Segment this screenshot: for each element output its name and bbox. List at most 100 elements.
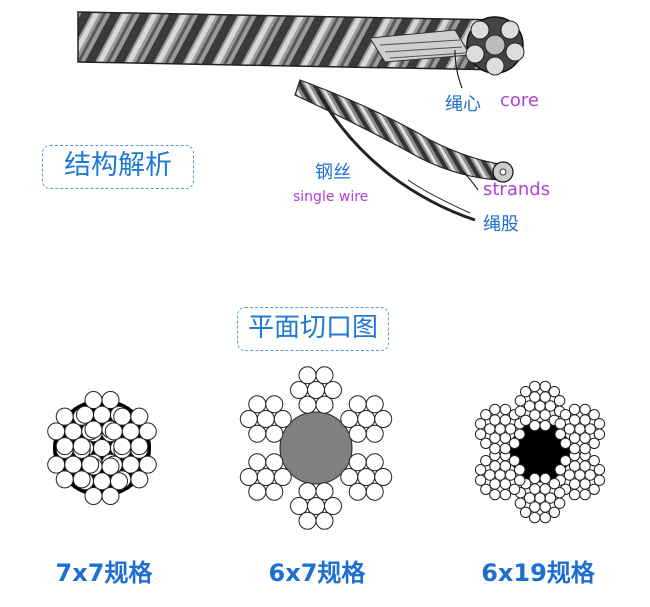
strand-wire [559,437,572,450]
strand-wire [508,454,521,467]
strand-wire [265,482,284,501]
strand-wire [554,428,566,440]
strand-wire [544,400,557,412]
strand-wire [248,395,267,414]
strand-center-wire [256,468,275,486]
strand-wire [474,418,487,430]
strand-wire [489,488,501,501]
strand-wire [348,395,367,414]
strand-wire [523,400,536,412]
strand-wire [72,437,91,456]
strand-wire [539,409,551,421]
strand-wire [315,395,334,414]
strand-wire [113,407,132,426]
strand-wire [348,453,367,472]
cross-section-6x19 [474,380,606,524]
strand-wire [529,391,541,403]
strand-wire [529,380,541,393]
strand-wire [568,442,581,455]
strand-wire [588,408,600,421]
strand-wire [298,511,317,530]
strand-wire [76,405,94,424]
strand-wire [248,453,267,472]
strand-wire [47,455,66,474]
strand-wire [101,486,120,505]
strand-wire [539,483,551,495]
strand-wire [499,432,512,444]
strand-wire [499,403,512,416]
strand-wire [290,381,308,399]
strand-wire [55,437,74,456]
cross-section-7x7 [47,391,157,505]
strand-center-wire [256,410,275,428]
strand-wire [298,482,317,501]
strand-wire [539,391,551,403]
strand-wire [130,470,149,489]
strand-wire [315,482,334,501]
strand-center-wire [64,455,83,474]
strand-wire [480,408,492,421]
strand-wire [593,418,606,430]
strand-wire [539,501,551,513]
strand-wire [239,410,258,428]
strand-wire [588,483,600,496]
strand-wire [72,470,91,489]
strand-wire [365,424,384,443]
wire-rope-illustration [77,11,525,222]
strand-wire [499,478,512,490]
strand-wire [559,408,572,421]
strand-wire [588,454,600,467]
steel-core [509,421,571,483]
strand-wire [101,457,120,476]
strand-wire [514,497,527,509]
strand-wire [588,437,600,450]
strand-center-wire [357,468,376,486]
strand-wire [138,422,157,441]
strand-wire [340,468,359,486]
cross-section-tag: 平面切口图 [237,307,389,351]
strand-center-wire [307,381,325,399]
strand-wire [504,423,517,435]
strand-wire [484,469,496,481]
strand-wire [539,511,551,524]
strand-wire [519,506,532,519]
strand-center-wire [93,472,111,491]
strand-wire [484,423,496,435]
strand-wire [539,472,551,485]
strand-wire [584,469,596,481]
strand-wire [374,468,393,486]
strand-center-wire [93,405,111,424]
structure-analysis-tag: 结构解析 [42,145,194,189]
strand-center-wire [93,439,111,457]
strand-wire [568,488,581,501]
rope-end [465,16,525,76]
fiber-core [279,411,353,485]
strand-wire [539,419,551,432]
strand-wire [248,424,267,443]
strand-wire [348,482,367,501]
strand-center-wire [121,455,140,474]
strand-wire [273,410,292,428]
strand-wire [508,437,521,450]
strand-wire [265,395,284,414]
strand-wire [489,403,501,416]
strand-wire [298,366,317,385]
strand-wire [519,414,532,427]
strand-wire [104,422,123,441]
strand-wire [298,395,317,414]
strand-wire [554,418,566,430]
label-strands-cn: 绳股 [483,214,519,235]
strand-wire [523,492,536,504]
strand-wire [138,455,157,474]
strand-wire [579,478,591,490]
label-core-en: core [500,90,539,111]
strand-wire [568,403,581,416]
strand-wire [504,469,517,481]
strand-wire [315,511,334,530]
strand-wire [239,468,258,486]
strand-wire [499,442,512,455]
strand-wire [529,419,541,432]
strand-wire [489,442,501,455]
strand-center-wire [357,410,376,428]
